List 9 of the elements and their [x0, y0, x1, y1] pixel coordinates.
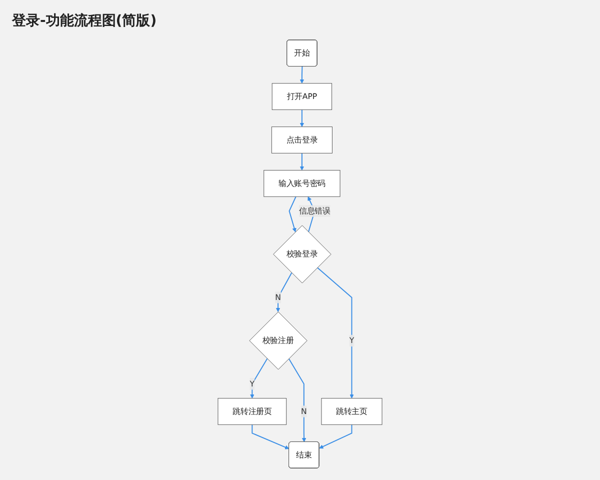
arrow — [300, 109, 304, 127]
arrow — [300, 66, 304, 84]
arrow — [319, 424, 352, 449]
diagram-title: 登录-功能流程图(简版) — [12, 12, 158, 30]
arrow — [252, 424, 290, 450]
arrow — [316, 267, 354, 398]
arrow — [288, 358, 306, 442]
arrow — [288, 196, 296, 232]
arrow — [300, 152, 304, 170]
